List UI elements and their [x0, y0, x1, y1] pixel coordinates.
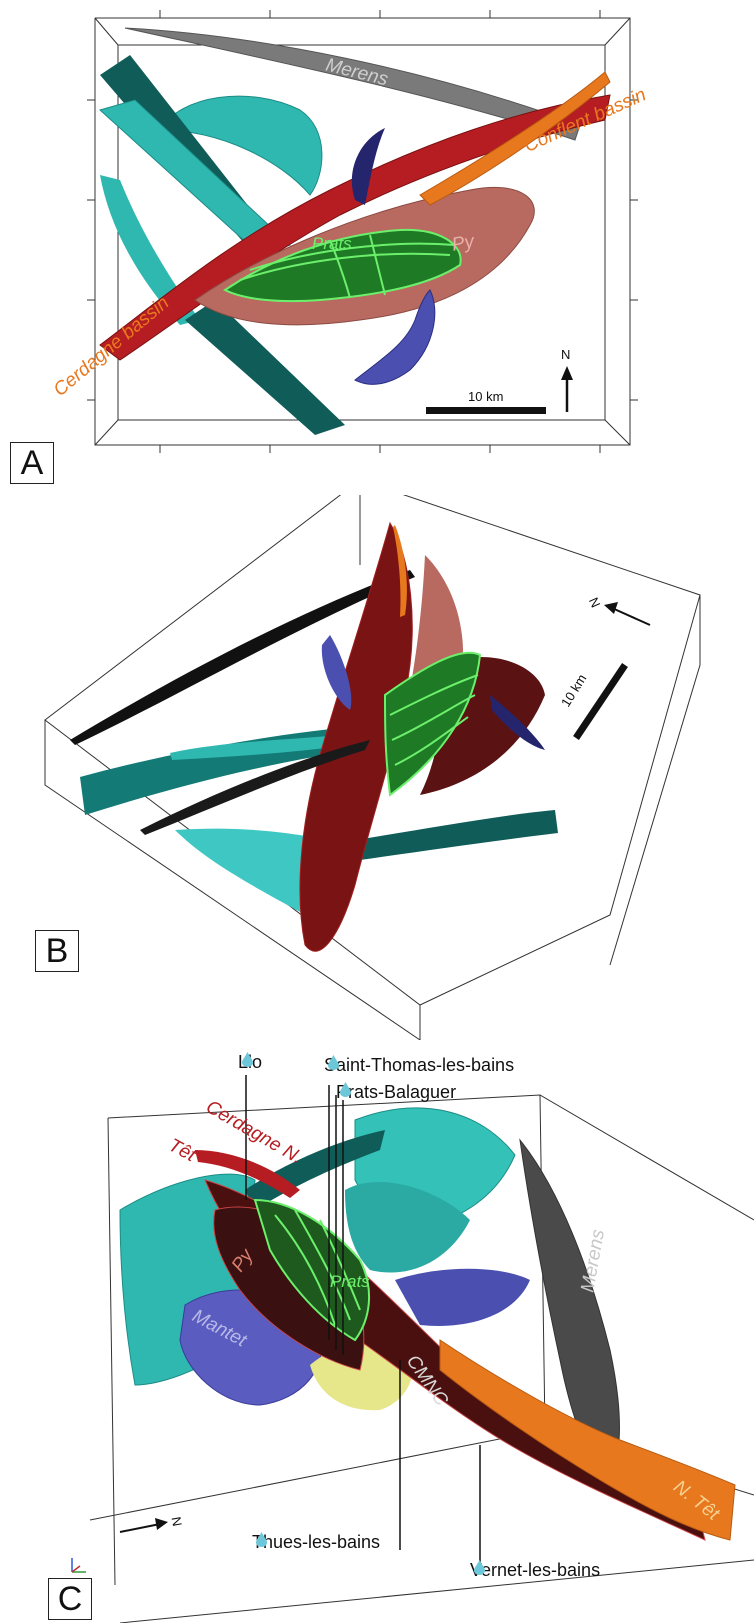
- prats-traces-b: [389, 674, 479, 766]
- scale-bar-b: [573, 663, 628, 740]
- panel-b-block-diagram: [44, 495, 701, 1040]
- north-arrow-c: [119, 1518, 168, 1533]
- locality-thues-label: Thues-les-bains: [252, 1532, 381, 1552]
- turquoise-band-left: [98, 99, 291, 256]
- prats-fault-surface-b: [383, 651, 482, 797]
- turquoise-sheet-lower: [175, 828, 330, 920]
- blue-lens-right-b: [490, 695, 545, 750]
- panel-a-ticks: [87, 10, 638, 453]
- water-drop-icon: [242, 1052, 253, 1067]
- merens-fault-surface: [124, 27, 581, 141]
- water-drop-icon: [474, 1560, 485, 1575]
- panel-letter-b: B: [35, 930, 79, 972]
- panel-a-block-diagram: [87, 10, 638, 453]
- panel-letter-c: C: [48, 1578, 92, 1620]
- orange-sliver-b: [393, 525, 407, 617]
- n-tet-fault-surface: [439, 1339, 736, 1541]
- scale-label-a: 10 km: [468, 389, 504, 404]
- dark-streak-b: [140, 740, 370, 835]
- turquoise-sheet-upper: [170, 733, 360, 760]
- locality-leader-lines: [245, 1075, 481, 1570]
- locality-thues: Thues-les-bains: [252, 1532, 380, 1553]
- water-drop-icon: [340, 1082, 351, 1097]
- locality-saint-thomas-label: Saint-Thomas-les-bains: [324, 1055, 515, 1075]
- water-drop-icon: [328, 1055, 339, 1070]
- locality-vernet-label: Vernet-les-bains: [470, 1560, 601, 1580]
- north-arrow-a: [561, 366, 573, 412]
- north-label-a: N: [561, 347, 571, 362]
- panel-c: Cerdagne N. Têt Py Prats Mantet CMNC Mer…: [0, 1040, 754, 1623]
- water-drop-icon: [256, 1532, 267, 1547]
- panel-b-bounding-box: [44, 495, 701, 1040]
- blue-lens-lower: [354, 289, 436, 385]
- blue-lens-b: [321, 635, 352, 710]
- scale-bar-a: [426, 407, 546, 414]
- prats-fault-surface: [223, 228, 462, 303]
- locality-prats-balaguer: Prats-Balaguer: [336, 1082, 456, 1103]
- blue-lens-right-c: [395, 1268, 530, 1326]
- locality-vernet: Vernet-les-bains: [470, 1560, 600, 1581]
- turquoise-dome-surface: [159, 95, 323, 196]
- label-py-a: Py: [450, 231, 476, 256]
- locality-prats-balaguer-label: Prats-Balaguer: [336, 1082, 457, 1102]
- locality-saint-thomas: Saint-Thomas-les-bains: [324, 1055, 514, 1076]
- blue-lens-upper: [351, 128, 385, 205]
- prats-traces-c: [274, 1209, 361, 1326]
- dark-teal-band-lower: [185, 300, 345, 435]
- panel-a-bounding-box: [94, 17, 631, 446]
- dark-teal-band-right: [355, 810, 558, 860]
- cerdagne-n-fault-surface: [195, 1150, 300, 1198]
- axis-triad-icon: [71, 1558, 86, 1573]
- conflent-fault-surface: [419, 71, 611, 206]
- locality-llo: Llo: [238, 1052, 262, 1073]
- red-fault-surface-b: [299, 521, 413, 952]
- turquoise-dome-lower-c: [345, 1181, 470, 1273]
- panel-c-block-diagram: [71, 1075, 754, 1623]
- panel-b: 10 km N B: [0, 495, 754, 1040]
- label-prats-a: Prats: [312, 234, 352, 253]
- north-arrow-b: [604, 602, 651, 626]
- dark-blade-surface: [70, 570, 415, 745]
- panel-letter-a: A: [10, 442, 54, 484]
- panel-a: Merens Conflent bassin Prats Py Cerdagne…: [0, 0, 754, 495]
- prats-fault-traces: [239, 234, 456, 299]
- label-prats-c: Prats: [330, 1272, 370, 1291]
